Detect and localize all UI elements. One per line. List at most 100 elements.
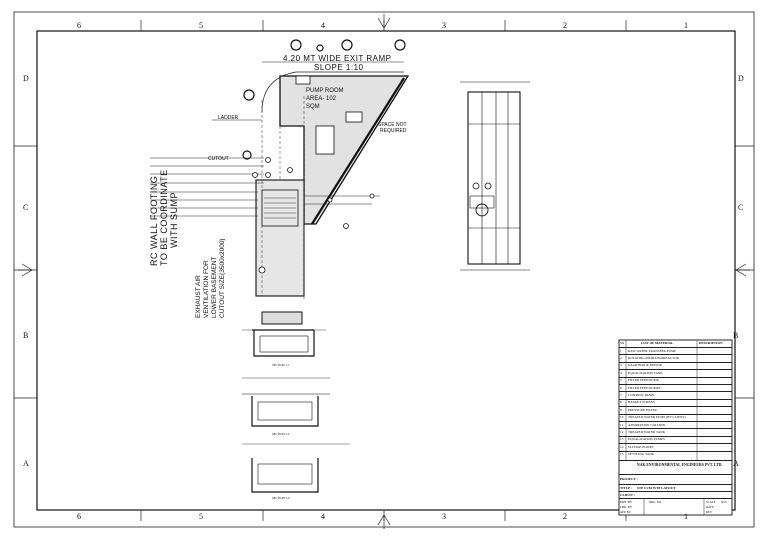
equipment-box [345, 111, 363, 123]
tb-header-list: LIST OF MATERIAL [641, 341, 674, 345]
tb-material-sn: 1 [620, 348, 622, 353]
space-note-1: SPACE NOT [378, 122, 407, 128]
zone-top-5: 5 [199, 21, 203, 30]
tb-material-sn: 3 [620, 363, 622, 368]
tb-material-name: CONTROL PANEL [628, 392, 656, 397]
stair-block [315, 125, 335, 155]
title-block: SN LIST OF MATERIAL DESCRIPTION 1 RAW WAT… [619, 340, 732, 515]
tb-title-value: STP CUM WTP LAYOUT [637, 486, 676, 490]
tb-material-sn: 2 [620, 355, 622, 360]
ladder-label: LADDER [218, 115, 239, 121]
zone-top-6: 6 [77, 21, 81, 30]
ramp-label-2: SLOPE 1:10 [314, 63, 364, 72]
grid-lines [261, 96, 305, 300]
zone-bottom-3: 3 [442, 512, 446, 521]
tb-material-name: FILTER FEED PUMPS [628, 385, 661, 390]
tb-material-sn: 14 [620, 444, 624, 449]
tb-drawing-no-label: DRG. NO. [649, 500, 662, 504]
tb-row-divider [619, 347, 732, 348]
zone-top-4: 4 [321, 21, 325, 30]
zone-left-C: C [23, 203, 29, 212]
tb-company: NAK ENVIRONMENTAL ENGINEERS PVT. LTD. [637, 463, 723, 467]
tb-material-sn: 11 [620, 422, 624, 427]
section-view-2 [242, 377, 330, 427]
tb-material-name: ADSORPTION COLUMN [628, 422, 666, 427]
tb-header-desc: DESCRIPTION [699, 341, 723, 345]
section-label-2: SECTION 2-2 [272, 432, 290, 436]
section-label-1: SECTION 1-1 [272, 363, 290, 367]
zone-right-A: A [733, 459, 739, 468]
ramp-edge [261, 71, 404, 113]
tb-material-name: ROTATING MEDIA BIOREACTOR [628, 355, 679, 360]
tb-row-divider [619, 376, 732, 378]
tb-material-name: EQUALIZATION PUMPS [628, 437, 665, 442]
tb-material-sn: 12 [620, 429, 624, 434]
zone-left-A: A [23, 459, 29, 468]
tb-material-name: TREATED WATER PUMP (BY CLIENT) [628, 415, 686, 420]
tb-material-sn: 4 [620, 370, 622, 375]
tb-scale-value: NTS [721, 500, 727, 504]
tb-row-divider [619, 391, 732, 393]
pump-room-label-1: PUMP ROOM [306, 88, 344, 94]
tb-material-sn: 10 [620, 415, 624, 420]
zone-right-D: D [738, 74, 744, 83]
zone-top-1: 1 [684, 21, 688, 30]
diagonal-wall [311, 77, 405, 225]
tb-rev-label: REV [706, 510, 712, 514]
tb-title-label: TITLE : [620, 486, 633, 490]
tb-header-sn: SN [620, 341, 625, 345]
pipe-lines [150, 119, 380, 217]
tb-row-divider [619, 421, 732, 422]
equipment-box-2 [295, 75, 311, 85]
column-markers [252, 157, 375, 274]
tb-row-divider [619, 450, 732, 452]
rc-wall-note-1: RC WALL FOOTING [149, 175, 159, 266]
tb-material-name: PRESSURE FILTER [628, 407, 657, 412]
exhaust-note-3: LOWER BASEMENT [211, 256, 218, 318]
tb-material-name: SLUDGE PUMPS [628, 444, 654, 449]
zone-bottom-5: 5 [199, 512, 203, 521]
zone-bottom-6: 6 [77, 512, 81, 521]
exhaust-note-1: EXHAUST AIR [195, 275, 202, 318]
tb-material-name: GEAR BOX & MOTOR [628, 363, 662, 368]
zone-right-C: C [738, 203, 744, 212]
tb-material-sn: 7 [620, 392, 622, 397]
tb-scale-label: SCALE [706, 500, 716, 504]
tb-material-name: RAW WATER TRANSFER PUMP [628, 348, 676, 353]
zone-top-2: 2 [563, 21, 567, 30]
tb-material-sn: 15 [620, 452, 624, 457]
tb-material-sn: 5 [620, 378, 622, 383]
tb-checked-label: CHK. BY [620, 505, 633, 509]
ramp-label-1: 4.20 MT WIDE EXIT RAMP [283, 54, 392, 63]
tb-drawn-label: DRN. BY [620, 500, 633, 504]
tb-material-sn: 13 [620, 437, 624, 442]
zone-bottom-4: 4 [321, 512, 325, 521]
rc-wall-note-3: WITH SUMP [169, 192, 179, 248]
sump-stairs [264, 197, 296, 219]
tb-material-name: BASKET SCREEN [628, 400, 655, 405]
zone-top-3: 3 [442, 21, 446, 30]
tb-material-name: SETTLING TANK [628, 452, 655, 457]
tb-row-divider [619, 369, 732, 371]
tb-row-divider [619, 428, 732, 430]
tb-row-divider [619, 406, 732, 408]
cutout-label: CUTOUT [208, 156, 229, 162]
tb-row-divider [619, 435, 732, 437]
pump-room-label-2: AREA- 102 [306, 96, 337, 102]
pump-room-label-3: SQM [306, 104, 320, 110]
tb-project-label: PROJECT : [620, 477, 638, 481]
tb-row-divider [619, 398, 732, 400]
title-block-frame [618, 339, 733, 516]
tb-material-sn: 8 [620, 400, 622, 405]
rc-wall-note-2: TO BE COORDINATE [159, 169, 169, 266]
tree-symbols [242, 39, 406, 160]
tb-approved-label: APP. BY [620, 510, 631, 514]
tb-material-sn: 9 [620, 407, 622, 412]
tb-date-label: DATE [706, 505, 714, 509]
zone-left-B: B [23, 331, 29, 340]
zone-left-D: D [23, 74, 29, 83]
zone-bottom-1: 1 [684, 512, 688, 521]
tb-material-name: TREATED WATER TANK [628, 429, 666, 434]
exhaust-note-4: CUTOUT SIZE(3500x2000) [219, 238, 226, 318]
